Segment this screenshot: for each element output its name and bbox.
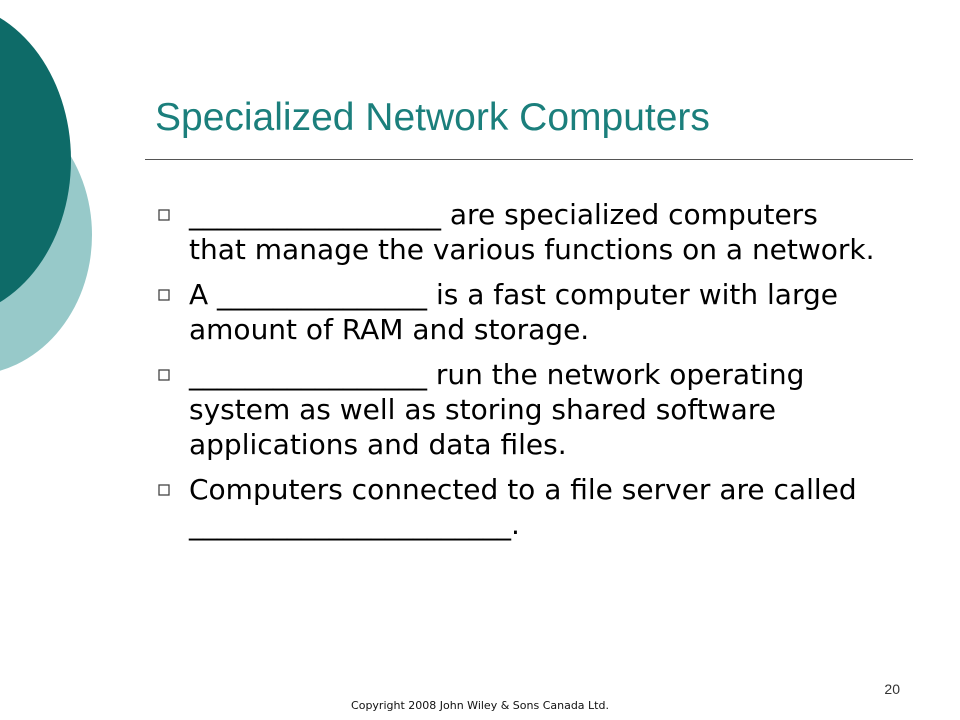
bullet-item: Computers connected to a file server are… <box>158 472 878 542</box>
square-bullet-icon <box>158 369 170 381</box>
bullet-text: __________________ are specialized compu… <box>189 198 875 266</box>
copyright-footer: Copyright 2008 John Wiley & Sons Canada … <box>351 699 609 712</box>
bullet-item: _________________ run the network operat… <box>158 357 878 462</box>
bullet-text: _________________ run the network operat… <box>189 358 805 461</box>
page-number: 20 <box>884 681 900 697</box>
bullet-text: A _______________ is a fast computer wit… <box>189 278 838 346</box>
bullet-item: A _______________ is a fast computer wit… <box>158 277 878 347</box>
square-bullet-icon <box>158 289 170 301</box>
bullet-item: __________________ are specialized compu… <box>158 197 878 267</box>
decorative-circles <box>0 17 92 371</box>
dark-teal-circle <box>0 17 71 303</box>
square-bullet-icon <box>158 209 170 221</box>
square-bullet-icon <box>158 484 170 496</box>
bullet-text: Computers connected to a file server are… <box>189 473 857 541</box>
title-divider <box>145 159 913 160</box>
slide-title: Specialized Network Computers <box>155 96 710 139</box>
bullet-list: __________________ are specialized compu… <box>158 197 878 552</box>
